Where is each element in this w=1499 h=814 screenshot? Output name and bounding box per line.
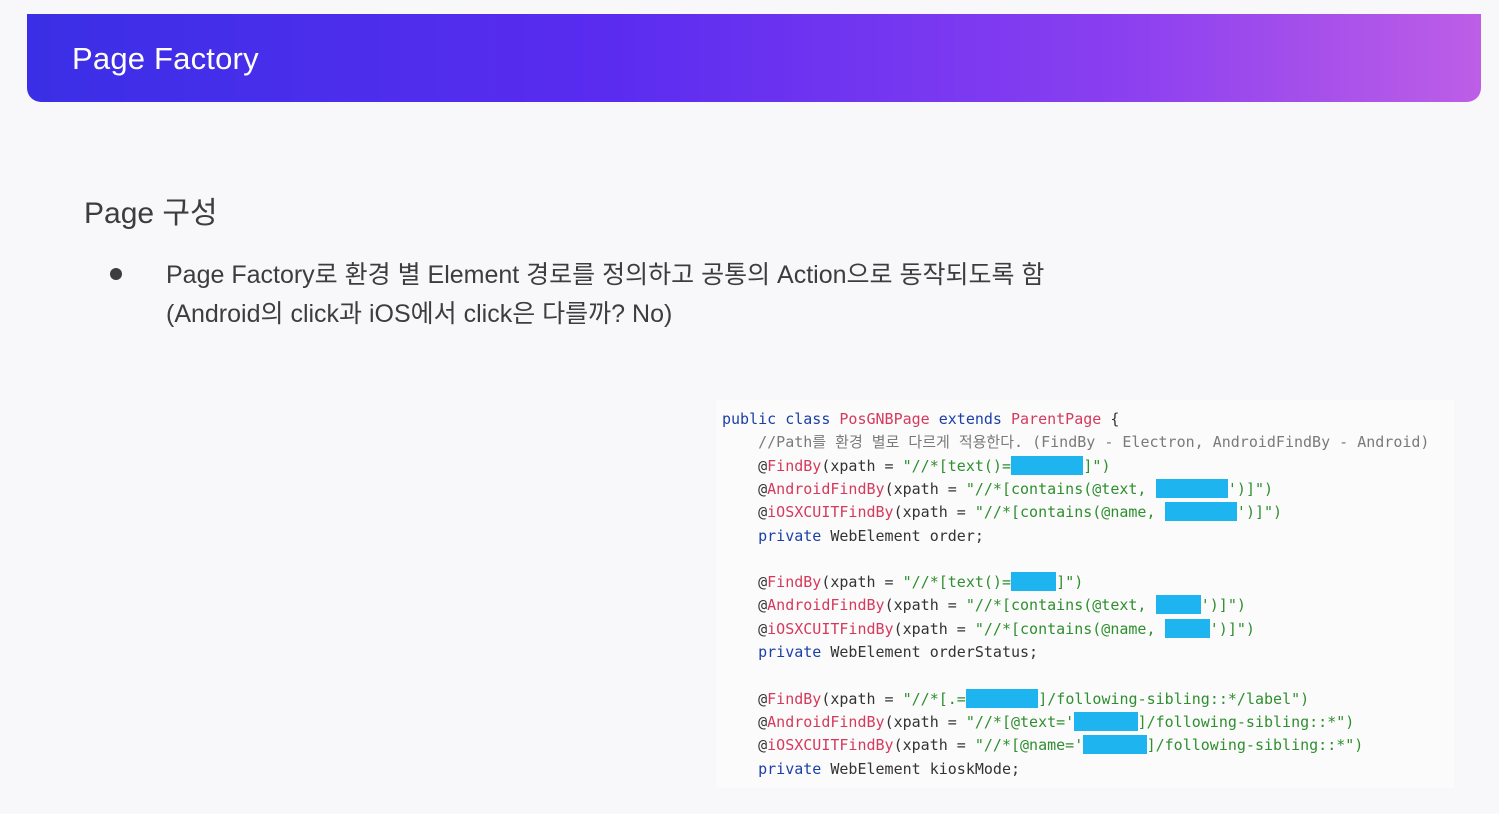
code-token: ]/following-sibling::*") [1146,736,1364,755]
code-token: //Path를 환경 별로 다르게 적용한다. (FindBy - Electr… [722,433,1430,452]
code-line: public class PosGNBPage extends ParentPa… [722,408,1119,430]
code-token: @ [722,736,768,755]
code-token: AndroidFindBy [767,712,885,731]
code-token: @ [722,619,768,638]
redacted-value [965,688,1039,708]
code-token: "//*[@name=' [974,736,1084,755]
redacted-value [1155,595,1201,615]
code-line: @FindBy(xpath = "//*[text()= ]") [722,571,1083,593]
code-line: @iOSXCUITFindBy(xpath = "//*[contains(@n… [722,618,1255,640]
code-token: AndroidFindBy [767,479,885,498]
code-token: iOSXCUITFindBy [767,736,894,755]
bullet-dot-icon [110,268,122,280]
code-token: "//*[contains(@text, [965,596,1156,615]
code-token: ]/following-sibling::*") [1137,712,1355,731]
code-token: iOSXCUITFindBy [767,503,894,522]
code-token: @ [722,573,768,592]
code-token: private [722,759,831,778]
code-token: (xpath = [884,596,966,615]
code-line: private WebElement order; [722,525,984,547]
code-token: ')]") [1200,596,1246,615]
code-line: @AndroidFindBy(xpath = "//*[contains(@te… [722,478,1273,500]
code-token: FindBy [767,689,822,708]
code-token: ParentPage [1011,410,1102,428]
code-token: FindBy [767,456,822,475]
code-token: ')]") [1236,503,1283,522]
code-token: (xpath = [893,503,975,522]
code-line: @AndroidFindBy(xpath = "//*[@text=' ]/fol… [722,711,1354,733]
code-token: PosGNBPage [839,410,930,428]
code-token: @ [722,689,768,708]
code-token: "//*[contains(@name, [974,503,1165,522]
bullet-line-2: (Android의 click과 iOS에서 click은 다를까? No) [166,300,673,328]
code-token: private [722,526,831,545]
code-token: "//*[contains(@name, [974,619,1165,638]
code-token: WebElement kioskMode; [830,759,1021,778]
code-token: ')]") [1227,479,1274,498]
code-token: iOSXCUITFindBy [767,619,894,638]
code-token: @ [722,503,768,522]
code-token: WebElement orderStatus; [830,643,1039,661]
code-token: "//*[text()= [902,573,1011,592]
code-token: @ [722,456,768,475]
code-token: FindBy [767,573,822,592]
bullet-line-1: Page Factory로 환경 별 Element 경로를 정의하고 공통의 … [166,261,1045,289]
code-line: private WebElement orderStatus; [722,641,1038,663]
code-token: "//*[text()= [902,456,1011,475]
code-token: (xpath = [821,689,903,708]
code-snippet: public class PosGNBPage extends ParentPa… [716,400,1454,788]
code-token: (xpath = [893,736,975,755]
code-line: //Path를 환경 별로 다르게 적용한다. (FindBy - Electr… [722,431,1429,453]
code-token: AndroidFindBy [767,596,885,615]
code-token: ]") [1056,573,1084,592]
code-token: (xpath = [821,573,903,592]
code-token: ]/following-sibling::*/label") [1038,689,1310,708]
code-token: WebElement order; [830,526,984,545]
bullet-text: Page Factory로 환경 별 Element 경로를 정의하고 공통의 … [166,256,1146,334]
code-token: public class [722,410,840,428]
redacted-value [1074,711,1138,731]
redacted-value [1164,502,1237,522]
code-token: (xpath = [884,479,966,498]
code-token: "//*[.= [902,689,966,708]
header-banner: Page Factory [27,14,1481,102]
code-line: @AndroidFindBy(xpath = "//*[contains(@te… [722,594,1246,616]
code-token: "//*[@text=' [965,712,1075,731]
redacted-value [1164,618,1210,638]
code-line: @FindBy(xpath = "//*[.= ]/following-sibli… [722,688,1309,710]
code-line: @FindBy(xpath = "//*[text()= ]") [722,455,1110,477]
code-line: @iOSXCUITFindBy(xpath = "//*[contains(@n… [722,501,1282,523]
section-title: Page 구성 [84,197,218,230]
code-token: @ [722,596,768,615]
code-token: extends [929,410,1011,428]
code-token: (xpath = [821,456,903,475]
redacted-value [1011,572,1057,592]
slide-title: Page Factory [72,41,259,76]
code-token: ')]") [1209,619,1255,638]
redacted-value [1083,735,1147,755]
code-token: (xpath = [884,712,966,731]
code-token: @ [722,712,768,731]
code-token: private [722,643,831,661]
code-token: "//*[contains(@text, [965,479,1156,498]
code-token: @ [722,479,768,498]
code-token: { [1101,410,1120,428]
code-line: @iOSXCUITFindBy(xpath = "//*[@name=' ]/fo… [722,734,1363,756]
redacted-value [1155,478,1228,498]
code-line: private WebElement kioskMode; [722,758,1020,780]
code-token: (xpath = [893,619,975,638]
redacted-value [1011,455,1084,475]
code-token: ]") [1083,456,1111,475]
